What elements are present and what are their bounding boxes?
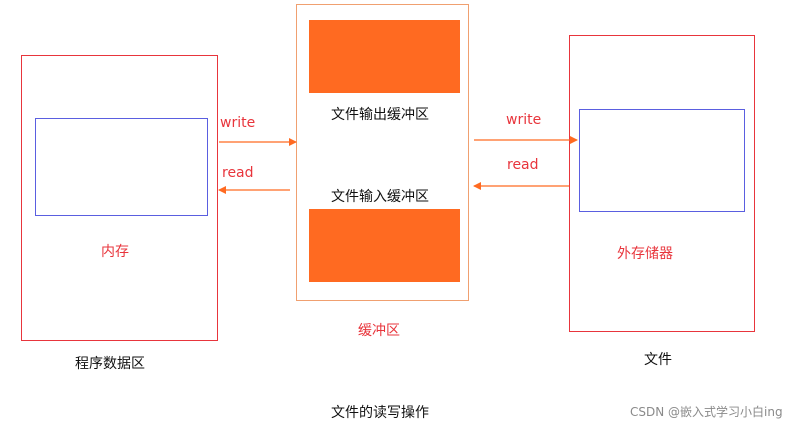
output-buffer-block xyxy=(309,20,460,93)
input-buffer-block xyxy=(309,209,460,282)
buffer-caption: 缓冲区 xyxy=(358,323,400,339)
storage-box xyxy=(569,35,755,332)
input-buffer-label: 文件输入缓冲区 xyxy=(331,189,429,205)
storage-label: 外存储器 xyxy=(617,246,673,262)
storage-inner-box xyxy=(579,109,745,212)
diagram-title: 文件的读写操作 xyxy=(331,405,429,421)
storage-caption: 文件 xyxy=(644,352,672,368)
memory-label: 内存 xyxy=(101,244,129,260)
memory-box xyxy=(21,55,218,341)
buffer-box xyxy=(296,4,469,301)
output-buffer-label: 文件输出缓冲区 xyxy=(331,107,429,123)
memory-inner-box xyxy=(35,118,208,216)
watermark-text: CSDN @嵌入式学习小白ing xyxy=(630,405,783,419)
left-write-label: write xyxy=(220,115,256,131)
right-write-label: write xyxy=(506,112,542,128)
memory-caption: 程序数据区 xyxy=(75,356,145,372)
left-read-label: read xyxy=(222,165,254,181)
right-read-label: read xyxy=(507,157,539,173)
